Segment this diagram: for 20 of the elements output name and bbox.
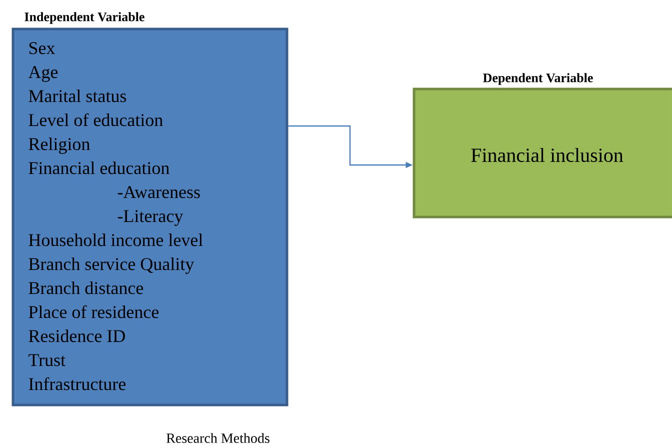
caption: Research Methods <box>166 433 270 443</box>
node-label: Infrastructure <box>28 377 126 390</box>
node-label: Age <box>28 66 58 82</box>
node-label: Place of residence <box>28 305 159 318</box>
box-heading: Independent Variable <box>24 12 144 24</box>
node-label: Residence ID <box>28 330 125 342</box>
node-label: -Literacy <box>118 210 184 226</box>
node-label: Financial education <box>28 162 170 174</box>
node-label: Branch service Quality <box>28 258 194 274</box>
node-label: Trust <box>28 354 66 366</box>
variable-box: Sex Age Marital status Level of education Religion Financial education -Awareness -Literacy Household income level Branch service Quality Branch distance Place of residence Residence ID Trust Infrastructure <box>12 28 288 406</box>
variable-box: Financial inclusion <box>412 88 672 218</box>
node-label: Household income level <box>28 234 203 246</box>
node-label: Level of education <box>28 113 163 126</box>
node-label: -Awareness <box>118 186 200 198</box>
node-label: Religion <box>28 138 90 154</box>
node-label: Marital status <box>28 90 126 102</box>
node-label: Branch distance <box>28 282 144 294</box>
box-heading: Dependent Variable <box>483 73 593 85</box>
node-label: Sex <box>29 42 55 54</box>
